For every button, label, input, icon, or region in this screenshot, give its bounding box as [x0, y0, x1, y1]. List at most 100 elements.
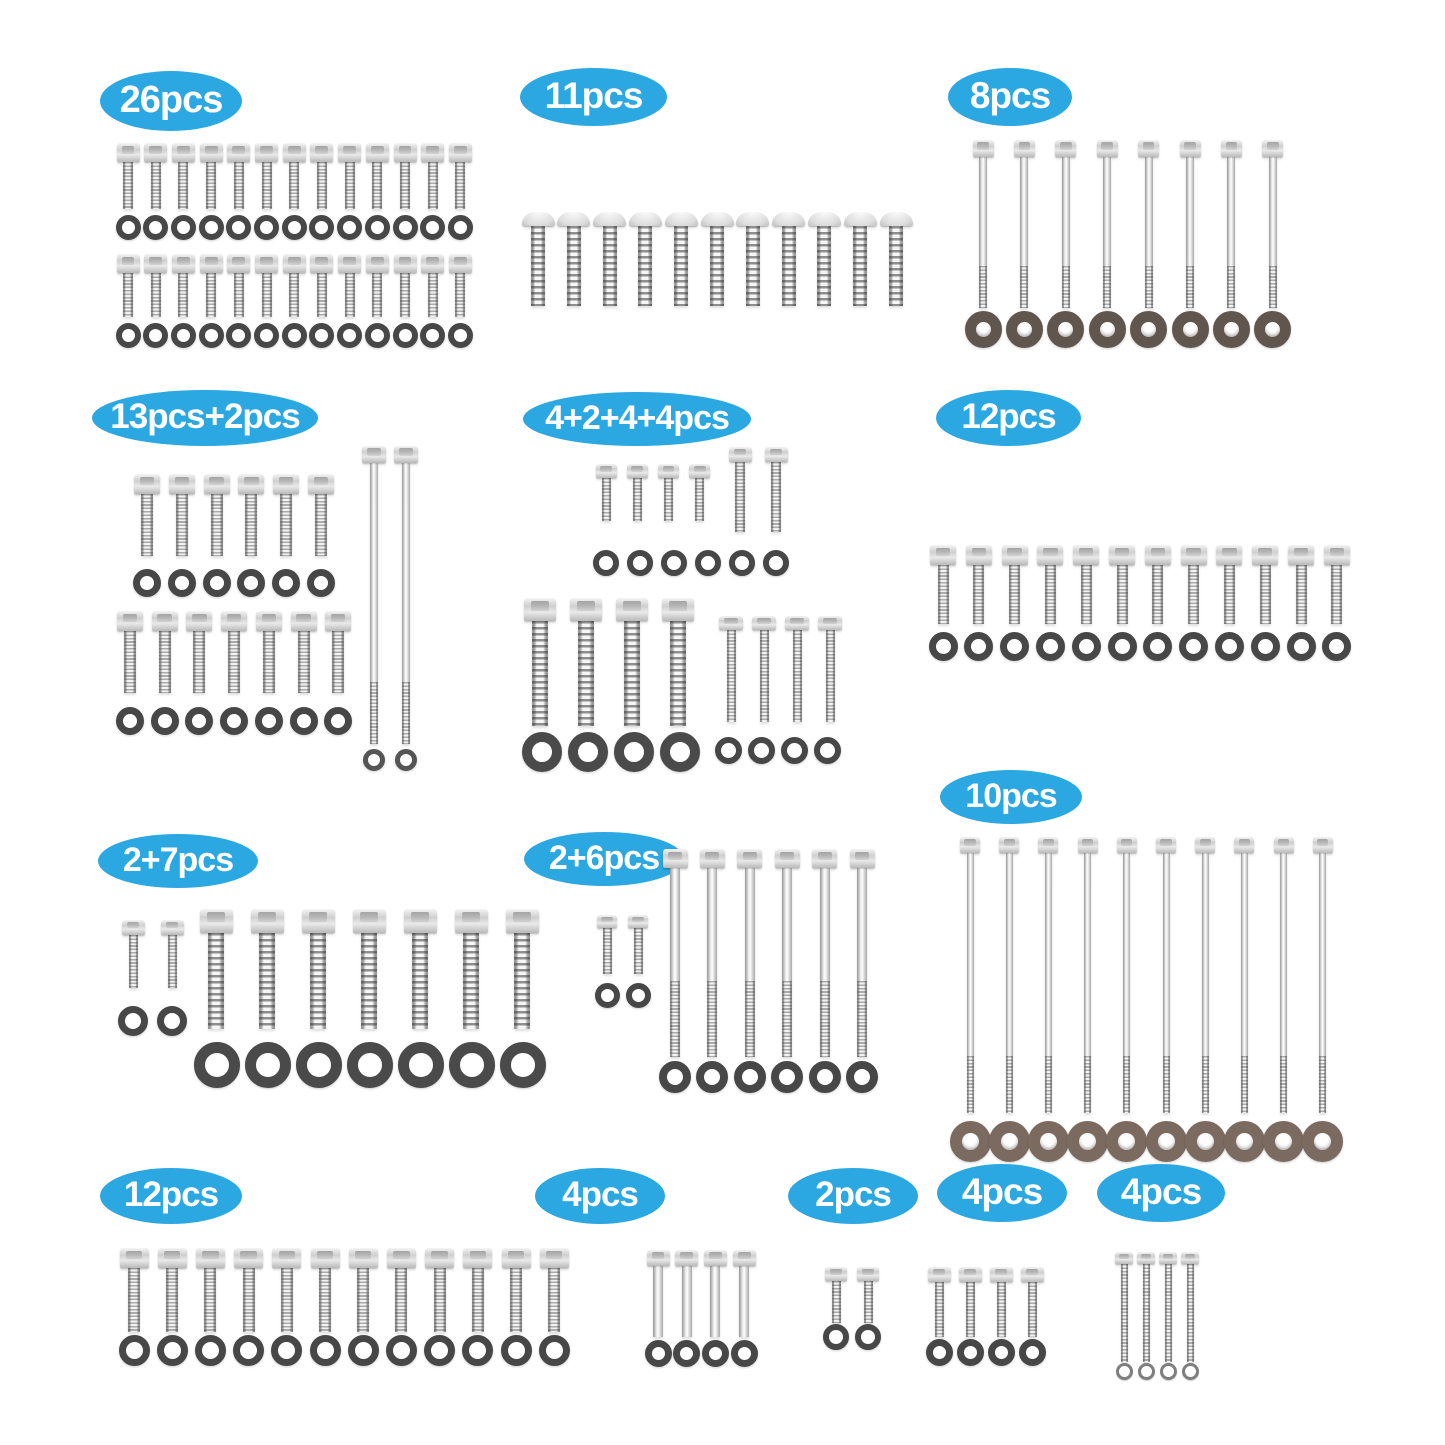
- flat-washer: [964, 311, 1002, 348]
- button-head-screw: [700, 212, 734, 306]
- screw-threads: [853, 226, 868, 306]
- washer: [956, 1339, 984, 1366]
- screw-shank: [370, 463, 378, 682]
- washer: [522, 732, 562, 772]
- screw-head: [699, 849, 725, 868]
- button-head-screw: [736, 212, 770, 306]
- screw-head: [557, 212, 591, 226]
- screw-head: [362, 446, 386, 463]
- washer: [855, 1324, 881, 1350]
- socket-cap-screw: [1262, 140, 1284, 308]
- screw-head: [308, 474, 334, 494]
- washer: [118, 1335, 150, 1366]
- washer: [695, 550, 721, 576]
- washer: [170, 215, 196, 240]
- washer: [500, 1042, 546, 1088]
- screw-head: [736, 212, 770, 226]
- screw-threads: [175, 494, 188, 556]
- screw-shank: [1186, 157, 1194, 266]
- washer: [271, 1335, 303, 1366]
- socket-cap-screw: [689, 464, 711, 521]
- socket-cap-screw: [958, 1267, 982, 1337]
- screw-threads: [141, 494, 153, 556]
- washer: [150, 707, 179, 735]
- socket-cap-screw: [1312, 837, 1333, 1113]
- screw-threads: [370, 682, 378, 744]
- screw-head: [927, 1267, 951, 1282]
- socket-cap-screw: [199, 143, 223, 209]
- socket-cap-screw: [595, 464, 617, 521]
- screw-head: [421, 143, 445, 162]
- washer: [143, 323, 169, 348]
- socket-cap-screw: [1001, 545, 1028, 624]
- socket-cap-screw: [448, 254, 472, 317]
- count-badge-label: 12pcs: [961, 397, 1056, 436]
- screw-head: [199, 254, 223, 273]
- screw-head: [662, 849, 688, 868]
- flat-washer: [1223, 1121, 1265, 1162]
- washer: [115, 215, 141, 240]
- count-badge-10-12pcs: 12pcs: [100, 1168, 242, 1224]
- washer: [701, 1340, 729, 1367]
- screw-head: [646, 1250, 670, 1266]
- washer: [133, 569, 161, 597]
- washer: [1179, 632, 1209, 661]
- washer: [747, 737, 775, 764]
- socket-cap-screw: [325, 611, 352, 693]
- washer: [167, 569, 196, 597]
- socket-cap-screw: [989, 1267, 1013, 1337]
- count-badge-label: 10pcs: [965, 776, 1057, 815]
- button-head-screw: [593, 212, 627, 306]
- button-head-screw: [879, 212, 913, 306]
- screw-head: [365, 143, 389, 162]
- socket-cap-screw: [116, 254, 140, 317]
- screw-head: [255, 611, 282, 631]
- screw-head: [157, 1248, 187, 1268]
- screw-head: [626, 464, 648, 478]
- screw-threads: [433, 1268, 446, 1332]
- count-badge-label: 13pcs+2pcs: [110, 397, 300, 436]
- flat-washer: [1212, 311, 1250, 348]
- screw-shank: [710, 1266, 721, 1337]
- screw-head: [250, 909, 284, 933]
- screw-head: [119, 1248, 149, 1268]
- socket-cap-screw: [255, 143, 278, 209]
- button-head-screw: [628, 212, 662, 306]
- screw-head: [1138, 140, 1160, 157]
- screw-threads: [1116, 565, 1128, 624]
- screw-head: [1181, 1252, 1199, 1264]
- count-badge-11-4pcs: 4pcs: [535, 1168, 665, 1224]
- socket-cap-screw: [1288, 545, 1314, 624]
- screw-head: [785, 616, 809, 630]
- screw-shank: [1162, 853, 1170, 1056]
- screw-threads: [831, 1281, 841, 1323]
- screw-threads: [455, 162, 466, 209]
- socket-cap-screw: [454, 909, 488, 1029]
- screw-shank: [979, 157, 987, 266]
- screw-head: [999, 837, 1020, 853]
- screw-threads: [261, 162, 272, 209]
- screw-threads: [158, 631, 171, 693]
- socket-cap-screw: [227, 143, 251, 209]
- screw-head: [1116, 837, 1137, 853]
- socket-cap-screw: [732, 1250, 756, 1337]
- screw-threads: [1044, 565, 1056, 624]
- count-badge-label: 4pcs: [562, 1175, 639, 1214]
- screw-threads: [208, 933, 224, 1029]
- screw-head: [728, 447, 752, 462]
- washer: [813, 737, 841, 764]
- socket-cap-screw: [121, 920, 145, 988]
- screw-threads: [674, 226, 689, 306]
- screw-threads: [695, 478, 705, 521]
- screw-shank: [739, 1266, 750, 1337]
- screw-shank: [1020, 157, 1029, 266]
- washer: [730, 1340, 758, 1367]
- washer: [220, 707, 249, 735]
- screw-threads: [242, 1268, 255, 1332]
- screw-shank: [1061, 157, 1070, 266]
- screw-head: [348, 1248, 378, 1268]
- screw-shank: [1123, 853, 1131, 1056]
- screw-threads: [1103, 266, 1112, 308]
- flat-washer: [1130, 311, 1168, 348]
